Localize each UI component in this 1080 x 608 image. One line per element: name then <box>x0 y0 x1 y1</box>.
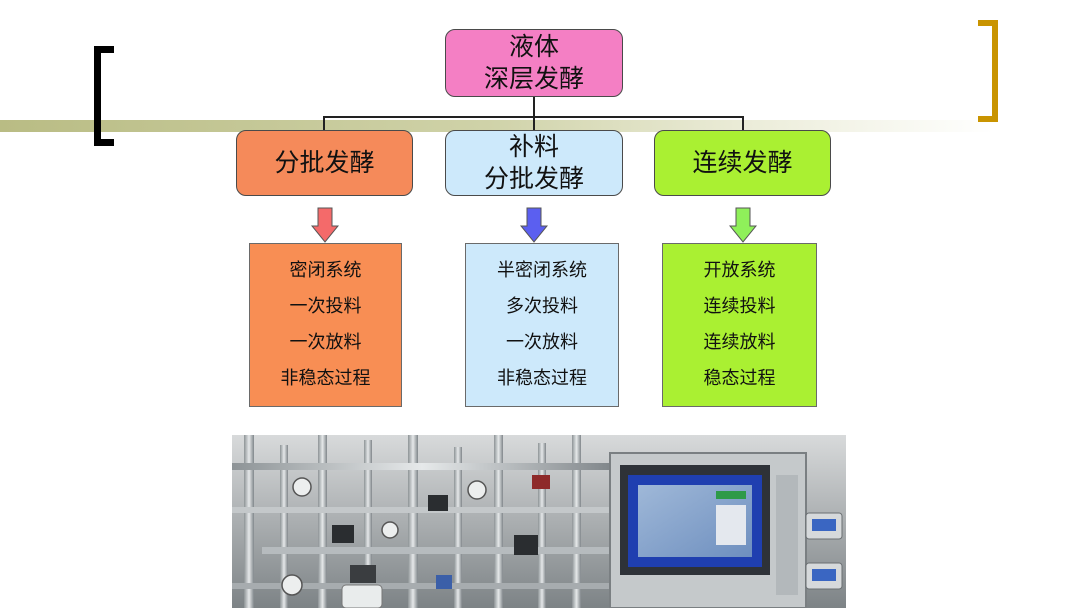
detail-item: 一次放料 <box>289 332 362 353</box>
detail-item: 密闭系统 <box>289 260 362 281</box>
root-line-1: 液体 <box>508 32 559 61</box>
detail-item: 稳态过程 <box>703 368 776 389</box>
category-batch-fermentation: 分批发酵 <box>236 130 413 196</box>
category-fed-batch-line-1: 补料 <box>508 132 559 161</box>
category-fed-batch-line-2: 分批发酵 <box>483 164 584 193</box>
detail-item: 半密闭系统 <box>497 260 587 281</box>
down-arrow-blue-icon <box>520 207 548 243</box>
left-bracket-decoration <box>94 46 114 146</box>
category-batch-label: 分批发酵 <box>274 148 375 177</box>
down-arrow-red-icon <box>311 207 339 243</box>
category-fed-batch-fermentation: 补料 分批发酵 <box>445 130 623 196</box>
category-continuous-fermentation: 连续发酵 <box>654 130 831 196</box>
connector-center-down <box>533 116 535 130</box>
detail-continuous: 开放系统 连续投料 连续放料 稳态过程 <box>662 243 817 407</box>
connector-root-down <box>533 97 535 117</box>
fermenter-equipment-photo <box>232 435 846 608</box>
detail-item: 开放系统 <box>703 260 776 281</box>
detail-item: 一次投料 <box>289 296 362 317</box>
right-bracket-decoration <box>978 20 998 122</box>
decorative-band <box>0 120 1080 132</box>
root-node-liquid-submerged-fermentation: 液体 深层发酵 <box>445 29 623 97</box>
detail-item: 非稳态过程 <box>280 368 371 389</box>
down-arrow-green-icon <box>729 207 757 243</box>
detail-item: 多次投料 <box>506 296 578 317</box>
detail-item: 连续放料 <box>703 332 776 353</box>
detail-item: 一次放料 <box>506 332 578 353</box>
detail-item: 非稳态过程 <box>497 368 587 389</box>
connector-left-down <box>323 116 325 130</box>
connector-right-down <box>742 116 744 130</box>
detail-item: 连续投料 <box>703 296 776 317</box>
detail-fed-batch: 半密闭系统 多次投料 一次放料 非稳态过程 <box>465 243 619 407</box>
root-line-2: 深层发酵 <box>483 64 584 93</box>
fermenter-equipment-illustration <box>232 435 846 608</box>
category-continuous-label: 连续发酵 <box>692 148 793 177</box>
detail-batch: 密闭系统 一次投料 一次放料 非稳态过程 <box>249 243 402 407</box>
